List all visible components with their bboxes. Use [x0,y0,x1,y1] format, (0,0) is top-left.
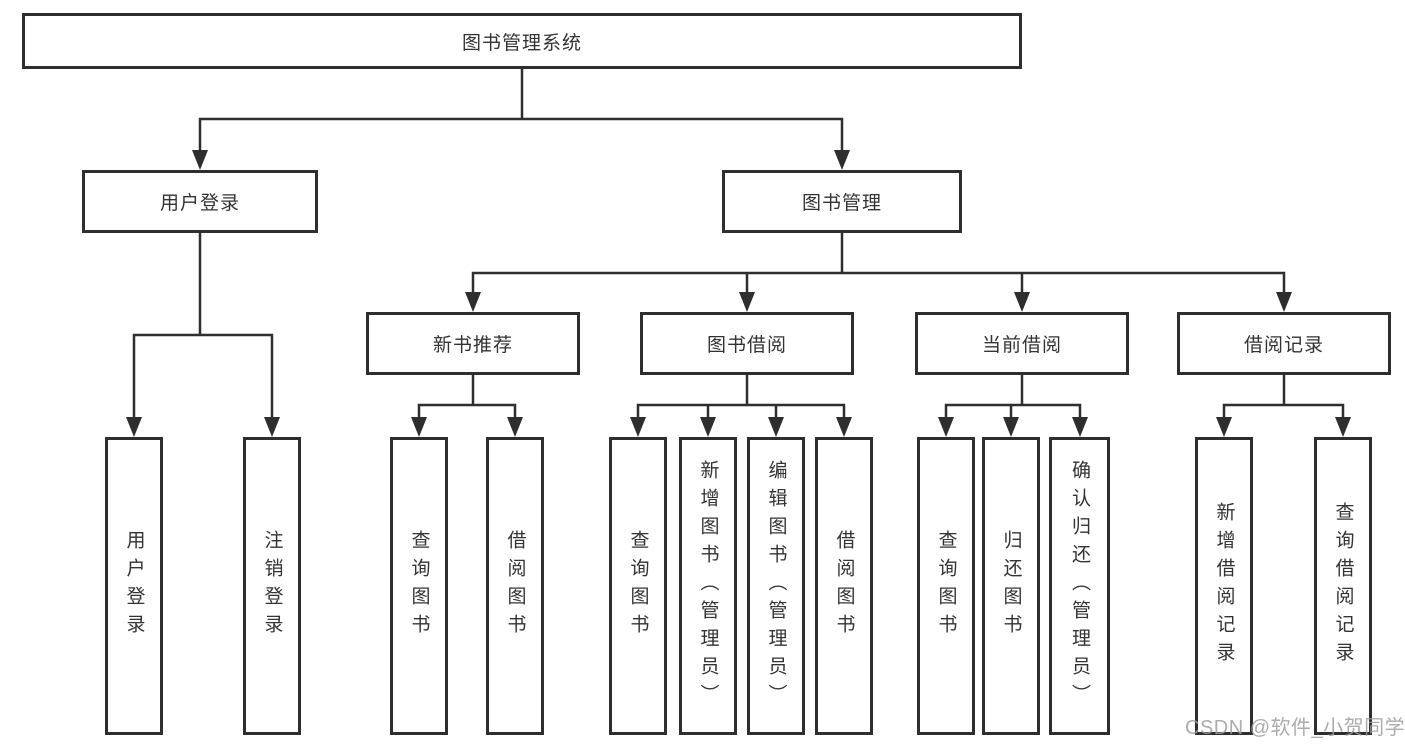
watermark: CSDN @软件_小贺同学 [1185,717,1405,739]
node-borrowing: 图书借阅 [640,312,854,375]
leaf-borrowing-query: 查询图书 [609,437,667,735]
connector-records-branch [1216,375,1351,437]
leaf-records-query: 查询借阅记录 [1314,437,1372,735]
node-book-mgmt: 图书管理 [722,170,962,233]
leaf-current-confirm: 确认归还（管理员） [1049,437,1110,735]
leaf-records-add: 新增借阅记录 [1195,437,1253,735]
connector-root-to-level2 [192,69,850,170]
leaf-user-login: 用户登录 [105,437,163,735]
leaf-newbooks-query: 查询图书 [390,437,448,735]
leaf-logout: 注销登录 [243,437,301,735]
leaf-current-return: 归还图书 [982,437,1040,735]
leaf-newbooks-borrow: 借阅图书 [486,437,544,735]
connector-borrowing-branch [630,375,852,437]
leaf-current-query: 查询图书 [917,437,975,735]
node-records: 借阅记录 [1177,312,1391,375]
node-root: 图书管理系统 [22,13,1022,69]
leaf-borrowing-edit: 编辑图书（管理员） [747,437,805,735]
connector-current-branch [938,375,1088,437]
connector-new-books-branch [411,375,523,437]
node-new-books: 新书推荐 [366,312,580,375]
connector-user-login-branch [126,233,280,437]
leaf-borrowing-add: 新增图书（管理员） [679,437,737,735]
leaf-borrowing-borrow: 借阅图书 [815,437,873,735]
node-user-login: 用户登录 [82,170,318,233]
node-current: 当前借阅 [915,312,1129,375]
connector-book-mgmt-branch [465,233,1292,312]
